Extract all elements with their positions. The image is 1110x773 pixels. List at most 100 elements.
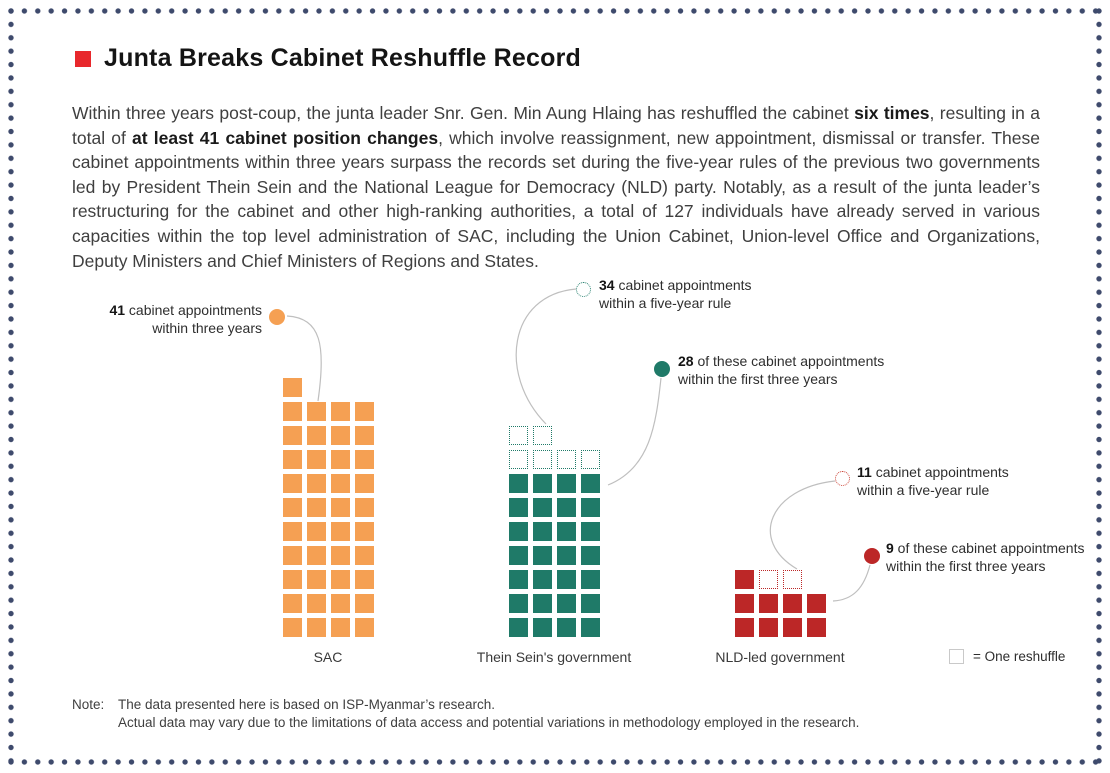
waffle-square-filled <box>759 618 778 637</box>
annotation-text: within a five-year rule <box>857 482 990 498</box>
waffle-square-filled <box>307 498 326 517</box>
waffle-row <box>509 618 600 637</box>
connector-thein-28 <box>607 377 662 486</box>
waffle-square-filled <box>355 402 374 421</box>
waffle-square-dotted <box>509 450 528 469</box>
waffle-row <box>509 450 600 469</box>
note: Note: The data presented here is based o… <box>72 696 859 732</box>
waffle-square-filled <box>283 546 302 565</box>
intro-paragraph: Within three years post-coup, the junta … <box>72 103 1041 271</box>
waffle-square-filled <box>533 522 552 541</box>
waffle-square-dotted <box>533 426 552 445</box>
marker-thein-filled-circle <box>654 361 670 377</box>
waffle-square-dotted <box>557 450 576 469</box>
waffle-square-filled <box>355 618 374 637</box>
waffle-square-filled <box>807 594 826 613</box>
waffle-square-filled <box>331 474 350 493</box>
waffle-square-filled <box>355 498 374 517</box>
waffle-square-filled <box>283 498 302 517</box>
note-line: The data presented here is based on ISP-… <box>118 697 495 712</box>
waffle-square-filled <box>283 618 302 637</box>
waffle-square-filled <box>283 474 302 493</box>
waffle-square-filled <box>581 546 600 565</box>
waffle-square-filled <box>283 426 302 445</box>
waffle-square-filled <box>331 618 350 637</box>
legend-square-icon <box>949 649 964 664</box>
waffle-square-filled <box>307 474 326 493</box>
waffle-square-filled <box>355 426 374 445</box>
waffle-chart-thein-sein <box>509 426 600 637</box>
annotation-number: 41 <box>109 302 126 318</box>
waffle-chart-nld <box>735 570 826 637</box>
annotation-number: 34 <box>599 277 615 293</box>
annotation-text: of these cabinet appointments <box>693 353 885 369</box>
annotation-number: 28 <box>678 353 694 369</box>
waffle-square-filled <box>283 450 302 469</box>
annotation-text: within three years <box>152 320 262 336</box>
waffle-square-filled <box>581 618 600 637</box>
title-bullet-icon <box>75 50 91 67</box>
waffle-square-filled <box>283 522 302 541</box>
annotation-text: cabinet appointments <box>871 464 1009 480</box>
waffle-square-filled <box>307 402 326 421</box>
page-title: Junta Breaks Cabinet Reshuffle Record <box>104 44 581 72</box>
waffle-row <box>283 426 374 445</box>
waffle-row <box>283 498 374 517</box>
dotted-border-bottom <box>8 759 1102 765</box>
waffle-square-dotted <box>759 570 778 589</box>
waffle-row <box>509 570 600 589</box>
marker-sac-filled-circle <box>269 309 285 325</box>
waffle-row <box>509 594 600 613</box>
waffle-square-filled <box>581 522 600 541</box>
waffle-row <box>283 594 374 613</box>
waffle-square-filled <box>581 570 600 589</box>
waffle-square-filled <box>355 570 374 589</box>
waffle-square-filled <box>331 402 350 421</box>
connector-nld-9 <box>832 564 871 602</box>
waffle-square-filled <box>509 546 528 565</box>
waffle-row <box>509 498 600 517</box>
waffle-row <box>509 522 600 541</box>
waffle-square-filled <box>557 618 576 637</box>
waffle-square-filled <box>331 498 350 517</box>
waffle-square-filled <box>331 570 350 589</box>
group-label-nld: NLD-led government <box>715 649 845 665</box>
waffle-square-filled <box>557 594 576 613</box>
dotted-border-right <box>1096 8 1102 765</box>
waffle-square-filled <box>759 594 778 613</box>
legend: = One reshuffle <box>949 649 1065 664</box>
connector-thein-34 <box>515 288 577 425</box>
annotation-text: within the first three years <box>886 558 1046 574</box>
waffle-square-filled <box>355 522 374 541</box>
annotation-text: cabinet appointments <box>125 302 262 318</box>
waffle-square-filled <box>557 522 576 541</box>
header: Junta Breaks Cabinet Reshuffle Record <box>75 44 581 73</box>
marker-nld-dotted-circle <box>835 471 850 486</box>
annotation-nld-first-three: 9 of these cabinet appointments within t… <box>886 539 1084 575</box>
waffle-square-filled <box>283 594 302 613</box>
waffle-square-filled <box>355 546 374 565</box>
waffle-square-filled <box>533 618 552 637</box>
waffle-square-filled <box>307 594 326 613</box>
waffle-square-filled <box>557 498 576 517</box>
waffle-square-filled <box>283 402 302 421</box>
waffle-square-filled <box>307 618 326 637</box>
waffle-square-filled <box>307 426 326 445</box>
waffle-square-filled <box>283 378 302 397</box>
waffle-row <box>735 594 826 613</box>
waffle-square-filled <box>307 450 326 469</box>
waffle-square-dotted <box>533 450 552 469</box>
annotation-text: within a five-year rule <box>599 295 732 311</box>
waffle-chart-sac <box>283 378 374 637</box>
waffle-square-filled <box>331 450 350 469</box>
waffle-square-filled <box>509 474 528 493</box>
waffle-square-filled <box>307 546 326 565</box>
waffle-square-filled <box>735 570 754 589</box>
waffle-row <box>283 402 374 421</box>
waffle-square-filled <box>331 546 350 565</box>
connector-nld-11 <box>769 480 836 570</box>
annotation-number: 11 <box>857 464 872 480</box>
waffle-square-filled <box>331 594 350 613</box>
waffle-square-filled <box>307 570 326 589</box>
waffle-row <box>283 378 374 397</box>
